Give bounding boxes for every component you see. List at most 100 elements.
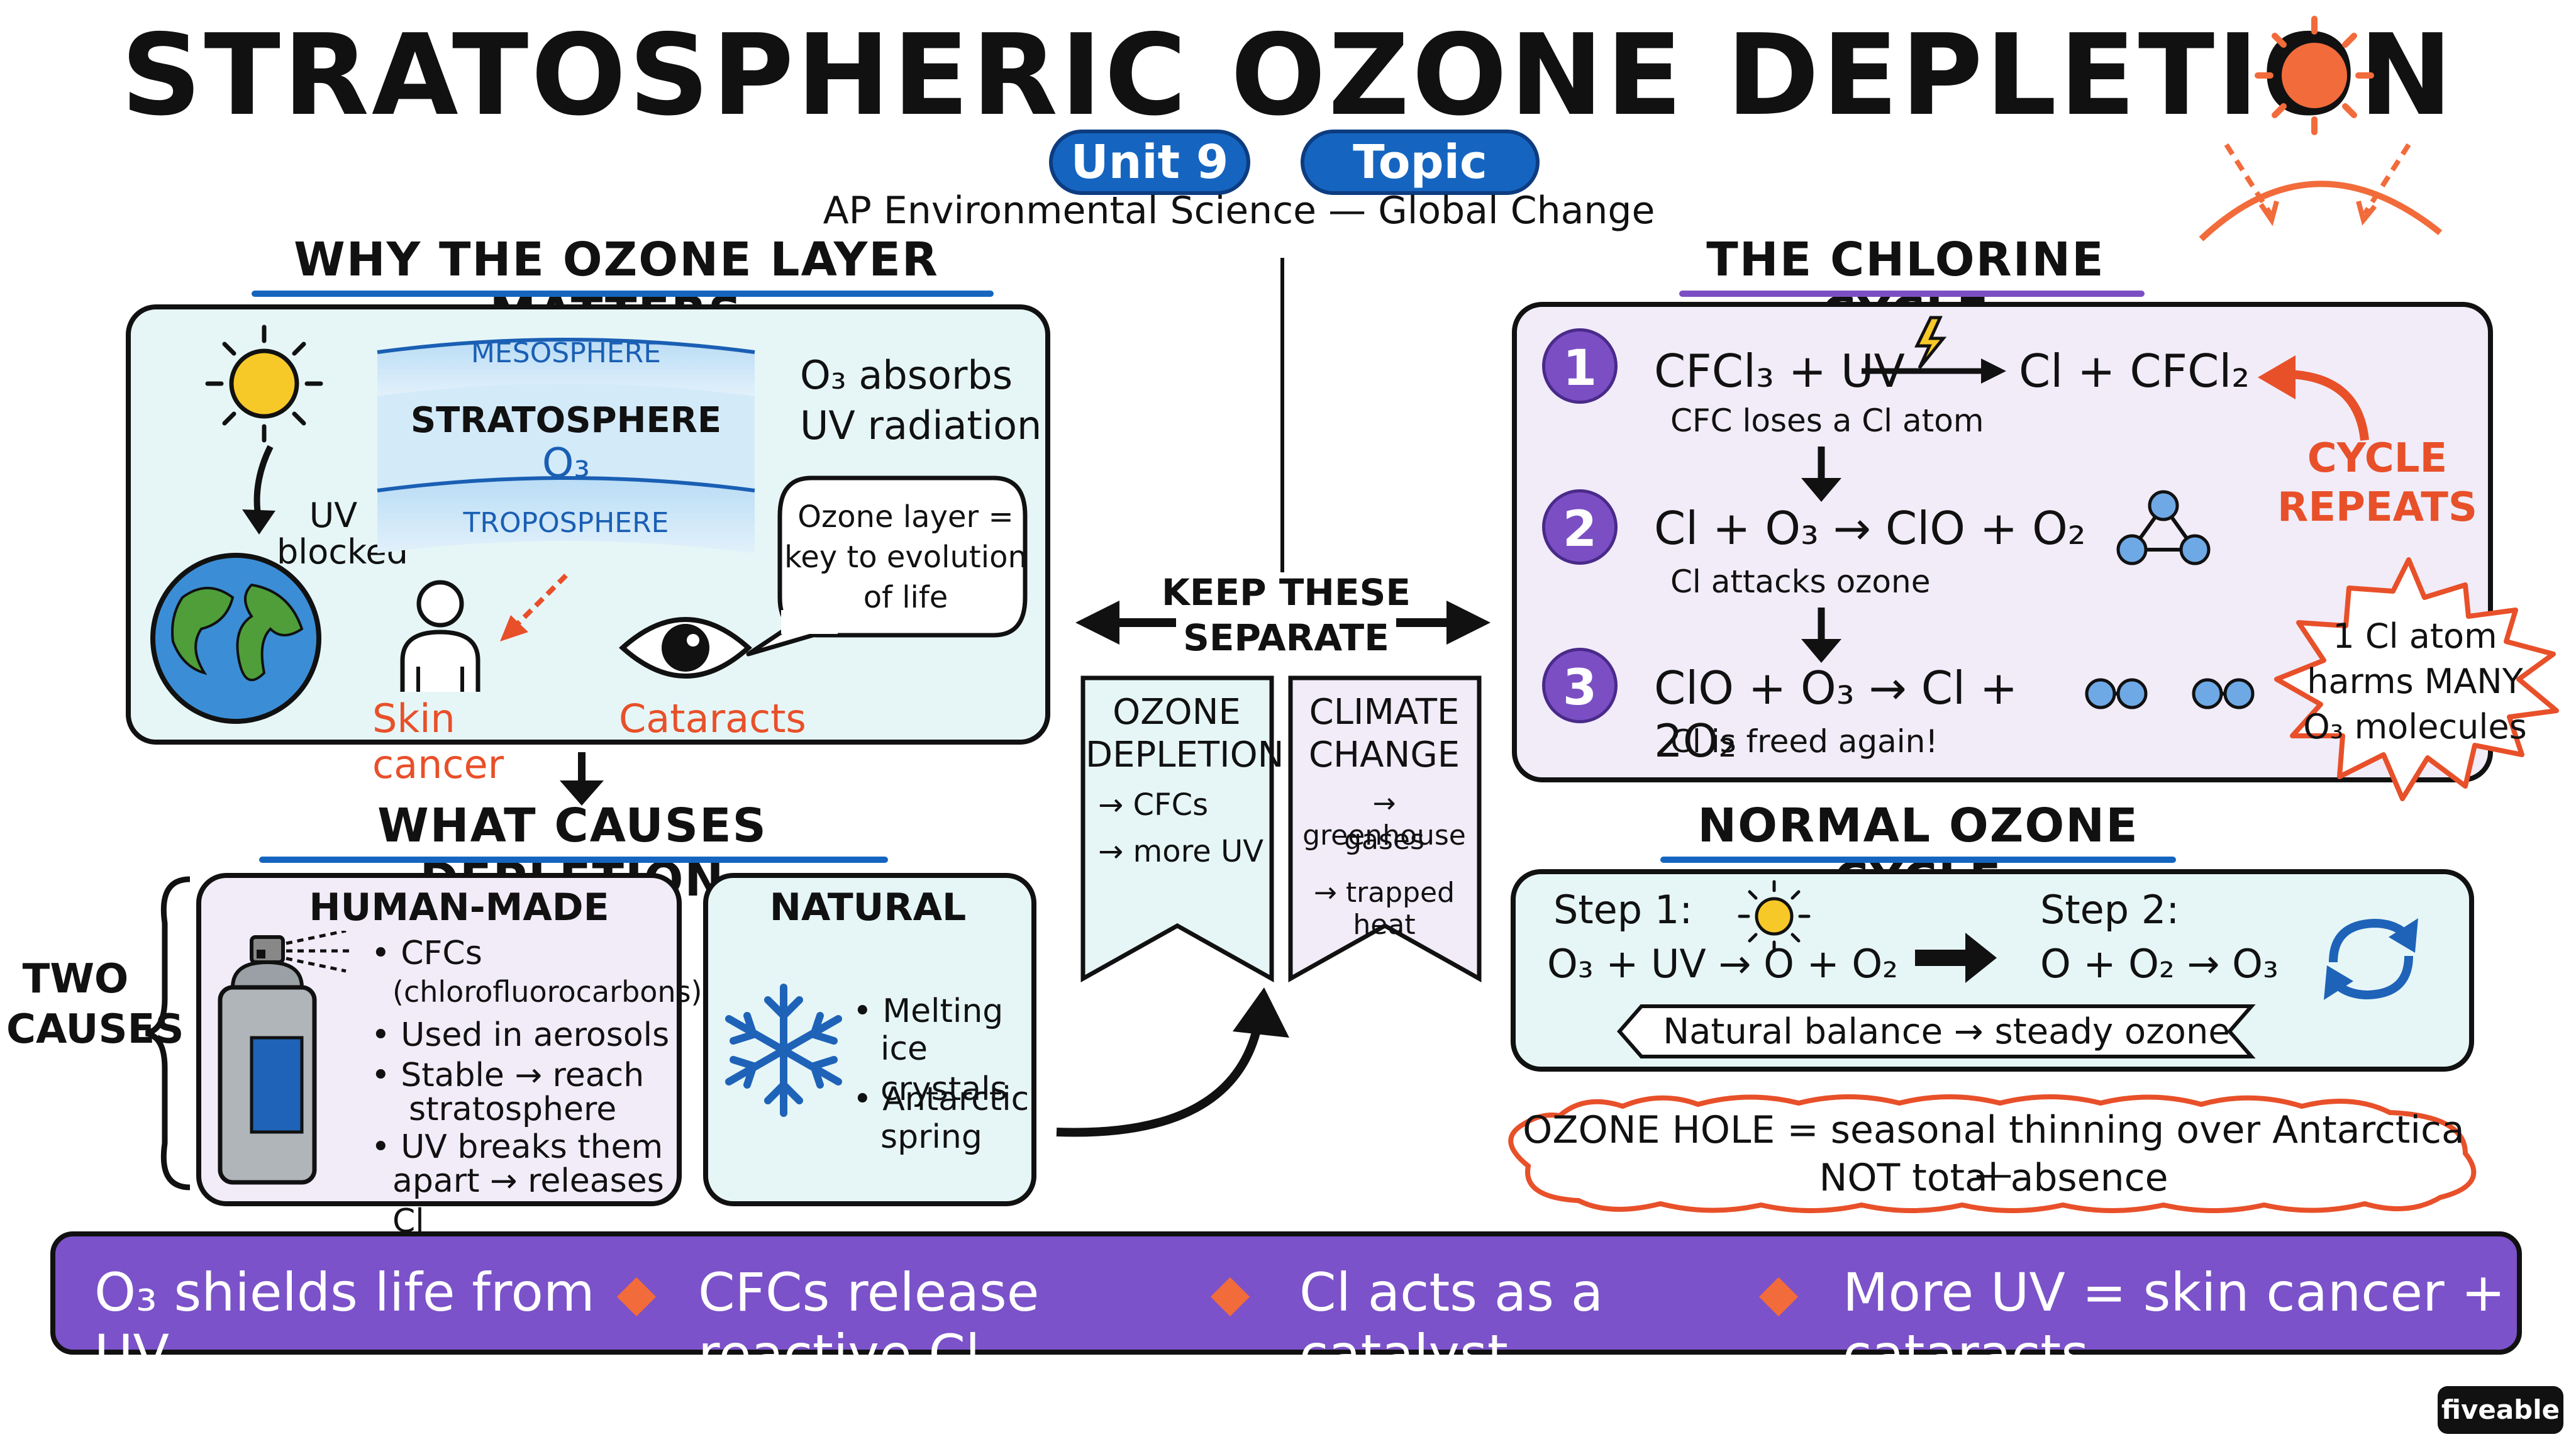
uv-ray-arrow-icon: [500, 574, 568, 641]
lightning-arrow-icon: [1862, 316, 2006, 384]
cataracts-label: Cataracts: [619, 696, 806, 741]
human-bullet-1b: (chlorofluorocarbons): [392, 975, 702, 1009]
natural-bullet-1b: ice crystals: [880, 1030, 1008, 1108]
topic-badge: Topic 9.1: [1301, 130, 1540, 247]
uv-radiation-text: UV radiation: [800, 402, 1042, 448]
ozone-flag-title-2: DEPLETION: [1085, 735, 1284, 775]
climate-flag-line-1b: gases: [1344, 824, 1424, 856]
earth-icon: [150, 553, 321, 724]
ozone-flag-line-1: → CFCs: [1098, 787, 1209, 823]
balance-text: Natural balance → steady ozone: [1663, 1011, 2230, 1052]
sun-over-earth-icon: [2199, 16, 2443, 242]
natural-panel: [703, 873, 1036, 1206]
recycle-icon: [2324, 918, 2418, 1000]
ozone-hole-line-1: OZONE HOLE = seasonal thinning over Anta…: [1523, 1108, 2465, 1196]
oxygen-molecules-icon: [2085, 678, 2255, 709]
climate-flag-title-2: CHANGE: [1308, 735, 1460, 775]
burst-line-1: 1 Cl atom: [2333, 616, 2497, 656]
human-bullet-3b: stratosphere: [409, 1091, 617, 1128]
page-title: STRATOSPHERIC OZONE DEPLETION: [121, 10, 2455, 140]
human-bullet-3: • Stable → reach: [371, 1057, 645, 1094]
keep-label-1: KEEP THESE: [1161, 571, 1411, 614]
step-1-badge: 1: [1542, 328, 1618, 404]
cycle-repeats-2: REPEATS: [2277, 484, 2477, 531]
step-arrow-1: [1801, 447, 1841, 502]
step-2-eq: Cl + O₃ → ClO + O₂: [1654, 502, 2086, 555]
why-underline: [252, 291, 994, 297]
ozone-flag-title-1: OZONE: [1113, 692, 1241, 733]
burst-line-3: O₃ molecules: [2303, 707, 2527, 747]
climate-flag-line-2: → trapped heat: [1313, 877, 1455, 941]
climate-flag-line-1: → greenhouse: [1302, 787, 1466, 852]
human-bullet-4: • UV breaks them: [371, 1128, 663, 1166]
step-1-eq-right: Cl + CFCl₂: [2019, 345, 2250, 397]
aerosol-can-icon: [218, 931, 352, 1185]
climate-change-flag: [1288, 675, 1482, 982]
burst-line-2: harms MANY: [2307, 662, 2523, 701]
causes-label: CAUSES: [6, 1006, 184, 1053]
troposphere-label: TROPOSPHERE: [463, 507, 669, 539]
step-3-desc: Cl is freed again!: [1670, 723, 1938, 760]
snowflake-icon: [725, 984, 842, 1117]
bubble-line-2: key to evolution: [784, 540, 1027, 575]
cycle-repeats-arrow-icon: [2258, 355, 2369, 441]
starburst-callout: [2274, 557, 2559, 801]
stratosphere-label: STRATOSPHERE: [410, 400, 722, 441]
banner-point-1: O₃ shields life from UV: [94, 1262, 595, 1385]
center-divider: [1280, 258, 1284, 572]
balance-banner-shape: [1617, 1004, 2256, 1058]
curved-arrow-icon: [1056, 987, 1289, 1137]
ozone-depletion-flag: [1080, 675, 1274, 982]
curly-brace-icon: [145, 876, 191, 1191]
bubble-line-1: Ozone layer =: [797, 499, 1014, 535]
absorbs-text: O₃ absorbs: [800, 352, 1013, 398]
unit-badge: Unit 9: [1049, 130, 1250, 195]
ozone-flag-line-2: → more UV: [1098, 834, 1264, 869]
ozone-molecule-icon: [2116, 490, 2211, 565]
uv-arrow-icon: [242, 445, 275, 535]
eye-icon: [619, 617, 752, 679]
sun-icon: [205, 325, 323, 443]
double-arrow-icon: [1075, 601, 1491, 645]
ozone-hole-line-2: NOT total absence: [1819, 1156, 2168, 1200]
block-arrow-icon: [1915, 933, 1997, 983]
speech-bubble-icon: [746, 475, 1028, 657]
step1-eq: O₃ + UV → O + O₂: [1547, 941, 1898, 987]
step-3-badge: 3: [1542, 648, 1618, 723]
natural-bullet-2b: spring: [880, 1118, 982, 1156]
ozone-o3-label: O₃: [541, 440, 591, 487]
human-bullet-1: • CFCs: [371, 935, 482, 972]
atmosphere-layers-diagram: [377, 338, 755, 553]
person-icon: [400, 580, 480, 692]
natural-title: NATURAL: [769, 886, 967, 930]
natural-bullet-1: • Melting: [853, 992, 1004, 1030]
cycle-repeats-1: CYCLE: [2307, 435, 2448, 482]
step-3-eq: ClO + O₃ → Cl + 2O₂: [1654, 662, 2018, 767]
step-1-desc: CFC loses a Cl atom: [1670, 402, 1984, 439]
ozone-hole-cloud: [1508, 1094, 2477, 1213]
human-bullet-4b: apart → releases Cl: [392, 1162, 664, 1240]
small-sun-icon: [1738, 880, 1811, 953]
natural-bullet-2: • Antarctic: [853, 1080, 1030, 1118]
subtitle: AP Environmental Science — Global Change: [823, 189, 1655, 233]
banner-point-2: CFCs release reactive Cl: [698, 1262, 1040, 1385]
step1-label: Step 1:: [1553, 887, 1693, 933]
human-made-title: HUMAN-MADE: [309, 886, 609, 930]
chlorine-underline: [1679, 291, 2145, 297]
banner-point-4: More UV = skin cancer + cataracts: [1843, 1262, 2506, 1385]
uv-label: UV: [309, 496, 358, 535]
climate-flag-title-1: CLIMATE: [1309, 692, 1460, 733]
step-arrow-2: [1801, 608, 1841, 663]
step-2-desc: Cl attacks ozone: [1670, 564, 1931, 600]
normal-underline: [1660, 857, 2176, 863]
step2-label: Step 2:: [2040, 887, 2180, 933]
step2-eq: O + O₂ → O₃: [2040, 941, 2279, 987]
step-2-badge: 2: [1542, 489, 1618, 565]
causes-underline: [259, 857, 888, 863]
keep-label-2: SEPARATE: [1183, 616, 1389, 659]
banner-point-3: Cl acts as a catalyst: [1299, 1262, 1604, 1385]
two-label: TWO: [22, 956, 129, 1002]
key-points-banner: [50, 1231, 2522, 1355]
mesosphere-label: MESOSPHERE: [470, 337, 662, 369]
skin-cancer-label: Skin cancer: [372, 696, 504, 787]
